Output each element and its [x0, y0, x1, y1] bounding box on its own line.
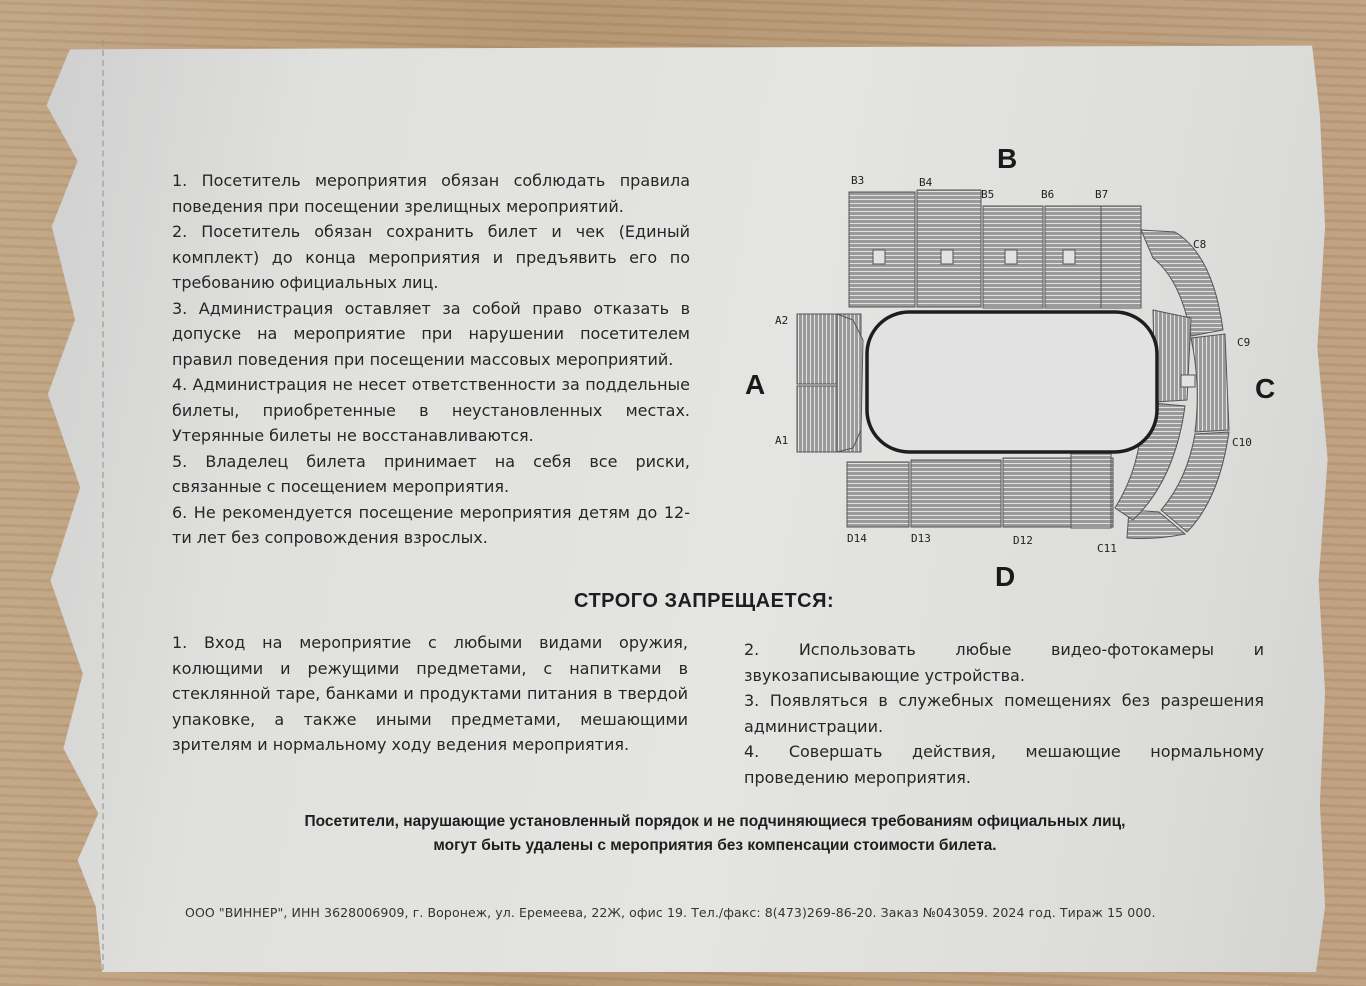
sector-a	[796, 313, 864, 453]
rule-item: 5. Владелец билета принимает на себя все…	[172, 451, 690, 497]
section-label-c11: C11	[1097, 542, 1117, 555]
prohibited-item: 1. Вход на мероприятие с любыми видами о…	[172, 633, 688, 754]
prohibited-heading: СТРОГО ЗАПРЕЩАЕТСЯ:	[574, 590, 835, 612]
section-label-b3: B3	[851, 174, 864, 187]
arena-ice	[865, 310, 1159, 454]
rule-item: 6. Не рекомендуется посещение мероприяти…	[172, 502, 690, 548]
visitor-rules: 1. Посетитель мероприятия обязан соблюда…	[172, 168, 690, 551]
printer-imprint: ООО "ВИННЕР", ИНН 3628006909, г. Воронеж…	[185, 905, 1156, 920]
warning-line: Посетители, нарушающие установленный пор…	[304, 813, 1126, 830]
prohibited-item: 4. Совершать действия, мешающие нормальн…	[744, 742, 1264, 787]
section-c9	[1190, 333, 1230, 433]
section-b4	[916, 189, 982, 308]
section-label-d13: D13	[911, 532, 931, 545]
section-label-b7: B7	[1095, 188, 1108, 201]
removal-warning: Посетители, нарушающие установленный пор…	[160, 810, 1270, 858]
prohibited-list-left: 1. Вход на мероприятие с любыми видами о…	[172, 630, 688, 758]
section-d13	[910, 459, 1002, 528]
section-label-d14: D14	[847, 532, 867, 545]
section-label-a2: A2	[775, 314, 788, 327]
section-label-b5: B5	[981, 188, 994, 201]
section-c11	[1126, 509, 1187, 539]
section-c8	[1140, 229, 1224, 337]
rule-item: 1. Посетитель мероприятия обязан соблюда…	[172, 171, 690, 216]
sector-b	[848, 189, 1142, 309]
prohibited-item: 3. Появляться в служебных помещениях без…	[744, 691, 1264, 736]
warning-line: могут быть удалены с мероприятия без ком…	[433, 837, 997, 854]
arena-seating-scheme: B A C D B3 B4 B5 B6 B7 C8 C9 C10 C11 A2 …	[735, 140, 1295, 600]
zone-label-b: B	[997, 143, 1017, 174]
section-d14	[846, 461, 910, 528]
section-label-c9: C9	[1237, 336, 1250, 349]
zone-label-d: D	[995, 561, 1015, 592]
rule-item: 2. Посетитель обязан сохранить билет и ч…	[172, 222, 690, 292]
prohibited-list-right: 2. Использовать любые видео-фотокамеры и…	[744, 637, 1264, 790]
section-label-a1: A1	[775, 434, 788, 447]
sector-c	[1114, 229, 1230, 539]
perforation-line	[102, 40, 104, 970]
zone-label-c: C	[1255, 373, 1275, 404]
section-label-c8: C8	[1193, 238, 1206, 251]
sector-d	[846, 451, 1114, 529]
ticket-back	[46, 45, 1328, 972]
section-label-b4: B4	[919, 176, 933, 189]
prohibited-item: 2. Использовать любые видео-фотокамеры и…	[744, 640, 1264, 685]
section-b7	[1100, 205, 1142, 309]
section-label-b6: B6	[1041, 188, 1054, 201]
rule-item: 3. Администрация оставляет за собой прав…	[172, 298, 690, 369]
section-label-d12: D12	[1013, 534, 1033, 547]
section-label-c10: C10	[1232, 436, 1252, 449]
zone-label-a: A	[745, 369, 765, 400]
rule-item: 4. Администрация не несет ответственност…	[172, 375, 690, 445]
section-c10	[1160, 431, 1230, 533]
